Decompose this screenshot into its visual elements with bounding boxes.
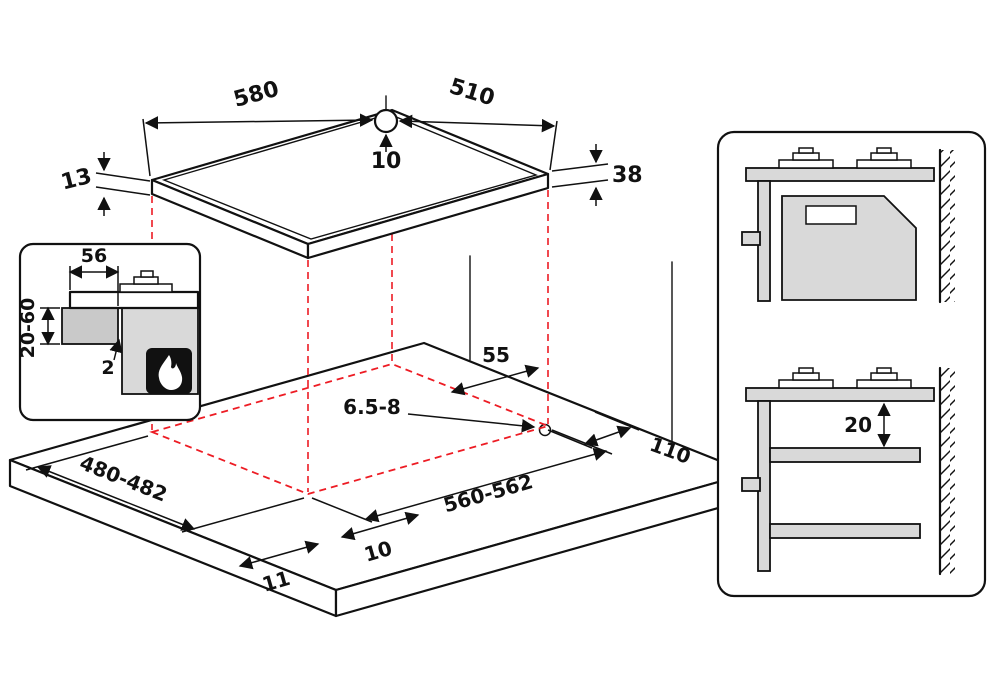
wall-hatch-icon — [941, 150, 955, 302]
dimension-rim-height: 13 — [59, 152, 151, 216]
detail-inset: 56 20-60 2 — [17, 242, 202, 422]
gas-connection-tab — [741, 231, 761, 246]
lower-board — [769, 523, 921, 539]
hob-slab-profile — [745, 387, 935, 402]
hob-glass-top — [150, 108, 550, 246]
dimension-pipe-hole: 6.5-8 — [343, 395, 536, 433]
hob-glass-inner-edge — [161, 113, 539, 240]
hob-right-face — [306, 172, 550, 260]
dim-label-side-gap: 2 — [101, 357, 114, 379]
side-view-shelf: 20 — [741, 366, 955, 576]
dim-label-worktop-thickness: 20-60 — [17, 298, 39, 359]
dimension-hole-offset: 10 — [371, 133, 402, 174]
oven-vent — [805, 205, 857, 225]
dimension-shelf-gap: 20 — [844, 402, 891, 448]
dim-label-hob-width: 580 — [231, 77, 282, 113]
dimension-lip-overlap: 56 — [68, 245, 120, 306]
shelf-board — [769, 447, 921, 463]
hob-top-view — [150, 95, 550, 260]
side-view-oven — [741, 147, 955, 304]
dim-label-hole-offset: 10 — [371, 149, 402, 174]
gas-burner-icon — [778, 147, 834, 169]
flame-icon — [146, 348, 192, 394]
dim-label-body-height: 38 — [612, 163, 643, 188]
dimension-back-clearance: 55 — [450, 343, 540, 396]
dim-label-pipe-hole: 6.5-8 — [343, 395, 401, 419]
dim-label-shelf-gap: 20 — [844, 413, 872, 437]
dimension-body-height: 38 — [551, 144, 643, 206]
gas-hole-marker — [373, 108, 399, 134]
gas-burner-icon — [778, 367, 834, 389]
gas-burner-icon — [856, 147, 912, 169]
dimension-side-gap: 2 — [101, 338, 123, 379]
gas-burner-icon — [856, 367, 912, 389]
dim-label-rim-height: 13 — [59, 164, 95, 196]
dim-label-back-clearance: 55 — [482, 343, 510, 367]
dim-label-hob-depth: 510 — [446, 74, 497, 111]
cutout-dashed-outline — [149, 363, 551, 495]
gas-burner-icon — [119, 270, 173, 293]
hob-lip-section — [68, 290, 200, 310]
hob-slab-profile — [745, 167, 935, 182]
wall-hatch-icon — [941, 368, 955, 574]
dimension-worktop-thickness: 20-60 — [17, 298, 60, 359]
dimension-front-offset: 10 — [340, 511, 420, 567]
worktop-section — [61, 307, 119, 345]
dim-label-lip-overlap: 56 — [81, 245, 107, 267]
gas-connection-tab — [741, 477, 761, 492]
side-view-panel: 20 — [716, 130, 987, 598]
